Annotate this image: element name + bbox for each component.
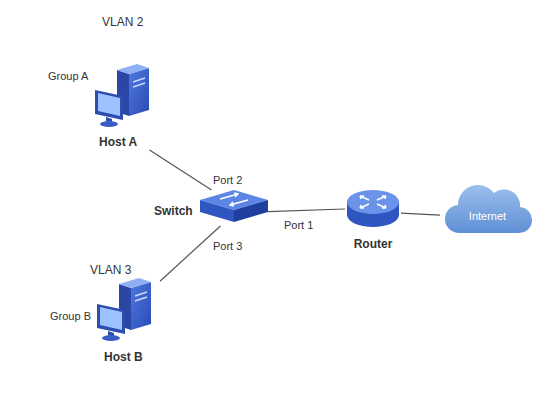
text-holder: VLAN 3 <box>90 260 131 278</box>
network-link <box>160 226 220 281</box>
text-holder: Host A <box>99 132 137 150</box>
switch-label: Switch <box>154 204 193 218</box>
router-node: Router <box>345 188 401 230</box>
vlan-region: VLAN 2 Group A Host A <box>22 4 212 148</box>
text-holder: Router <box>345 234 401 252</box>
text-holder: VLAN 2 <box>102 12 143 30</box>
internet-cloud: Internet <box>440 178 535 240</box>
vlan-label: VLAN 3 <box>90 263 131 277</box>
host-node: Group B Host B <box>45 272 160 364</box>
vlan-label: VLAN 2 <box>102 15 143 29</box>
router-icon <box>345 188 401 230</box>
host-label: Host A <box>99 135 137 149</box>
network-link <box>150 150 212 190</box>
text-holder: Host B <box>104 347 143 365</box>
port-label: Port 1 <box>283 219 314 231</box>
switch-node: Switch <box>200 190 268 226</box>
group-label: Group A <box>48 70 88 82</box>
vlan-region: VLAN 3 Group B Host B <box>18 250 213 400</box>
text-holder: Group B <box>50 306 91 324</box>
switch-icon <box>200 190 268 226</box>
text-holder: Port 2 <box>212 170 243 188</box>
network-link <box>268 209 345 212</box>
port-label: Port 3 <box>212 240 243 252</box>
network-link <box>401 213 440 215</box>
text-holder: Port 3 <box>212 236 243 254</box>
host-label: Host B <box>104 350 143 364</box>
port-label: Port 2 <box>212 174 243 186</box>
text-holder: Switch <box>154 201 193 219</box>
text-holder: Group A <box>48 66 88 84</box>
internet-label: Internet <box>469 210 506 222</box>
text-holder: Port 1 <box>283 215 314 233</box>
computer-icon <box>93 64 153 130</box>
text-holder: Internet <box>440 206 535 224</box>
computer-icon <box>95 278 155 344</box>
cloud-shape <box>440 178 535 240</box>
host-node: Group A Host A <box>45 62 155 150</box>
router-label: Router <box>354 237 393 251</box>
group-label: Group B <box>50 310 91 322</box>
